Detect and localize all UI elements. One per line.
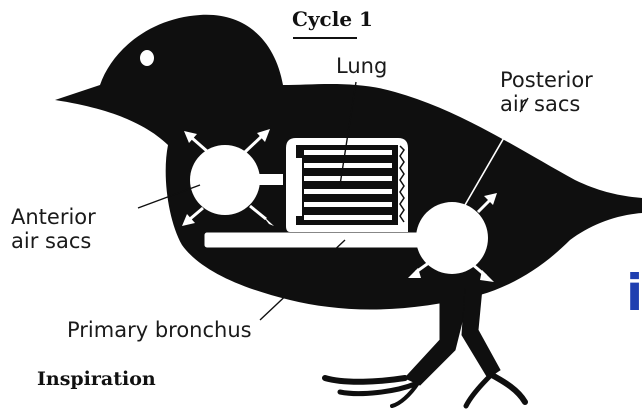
lung [286, 138, 408, 232]
lung-label: Lung [336, 54, 387, 78]
posterior-air-sacs-label: Posterior air sacs [500, 68, 593, 116]
anterior-air-sacs-label: Anterior air sacs [11, 205, 96, 253]
primary-bronchus-label: Primary bronchus [67, 318, 252, 342]
cropped-edge-letter: i [626, 268, 642, 318]
anterior-air-sac [190, 145, 260, 215]
bird-eye [140, 50, 154, 66]
title-underline [293, 37, 357, 39]
diagram-title: Cycle 1 [292, 7, 373, 31]
phase-caption: Inspiration [37, 368, 156, 390]
